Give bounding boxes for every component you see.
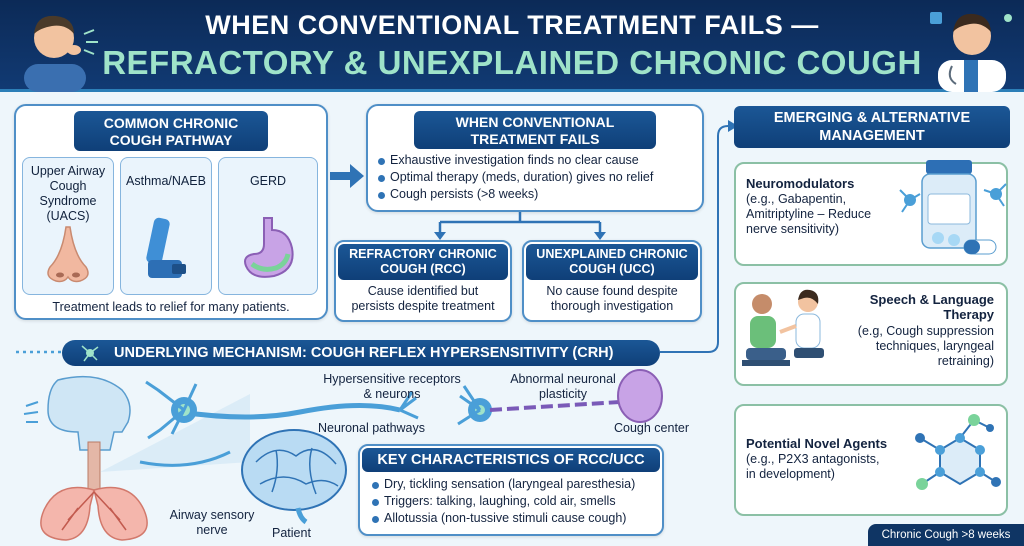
emerging-connector (660, 120, 738, 353)
emerging-title: EMERGING & ALTERNATIVE MANAGEMENT (734, 106, 1010, 148)
mechanism-title-text: UNDERLYING MECHANISM: COUGH REFLEX HYPER… (114, 345, 614, 361)
label-pathways: Neuronal pathways (318, 421, 426, 435)
speech-therapy-text: (e.g, Cough suppression techniques, lary… (857, 324, 994, 368)
pill-bottle-icon (899, 160, 1007, 255)
emerging-item-novel-agents (734, 404, 1008, 516)
novel-agents-text: (e.g., P2X3 antagonists, in development) (746, 452, 880, 481)
neuron-small-icon (81, 345, 99, 362)
airway-lungs-illustration (23, 375, 148, 541)
fails-bullet: Exhaustive investigation finds no clear … (376, 153, 653, 167)
nose-icon (47, 226, 89, 283)
pathway-title: COMMON CHRONIC COUGH PATHWAY (74, 111, 268, 151)
neuromodulators-text: (e.g., Gabapentin, Amitriptyline – Reduc… (746, 192, 872, 236)
card-gerd-label: GERD (249, 174, 287, 188)
ucc-text: No cause found despite thorough investig… (546, 284, 678, 313)
label-cough-center: Cough center (614, 421, 690, 435)
card-uacs-label: Upper Airway Cough Syndrome (UACS) (30, 164, 106, 223)
fails-title: WHEN CONVENTIONAL TREATMENT FAILS (414, 111, 656, 149)
coughing-patient-icon (24, 15, 98, 92)
chronic-cough-badge: Chronic Cough >8 weeks (868, 524, 1024, 546)
label-airway-nerve: Airway sensory nerve (169, 508, 255, 537)
characteristics-bullet: Triggers: talking, laughing, cold air, s… (370, 494, 635, 508)
nerve-pathway-illustration (100, 369, 663, 472)
arrow-right-icon (330, 164, 364, 188)
characteristics-title: KEY CHARACTERISTICS OF RCC/UCC (362, 448, 660, 472)
doctor-icon (930, 12, 1012, 92)
neuromodulators-title: Neuromodulators (746, 176, 855, 191)
inhaler-icon (146, 217, 186, 278)
characteristics-bullet-list: Dry, tickling sensation (laryngeal pares… (370, 477, 635, 528)
ucc-title: UNEXPLAINED CHRONIC COUGH (UCC) (526, 244, 698, 280)
label-receptors: Hypersensitive receptors & neurons (323, 372, 461, 401)
rcc-title: REFRACTORY CHRONIC COUGH (RCC) (338, 244, 508, 280)
emerging-item-speech-therapy (734, 282, 1008, 386)
molecule-icon (915, 414, 1001, 490)
card-asthma-label: Asthma/NAEB (126, 174, 206, 188)
characteristics-bullet: Dry, tickling sensation (laryngeal pares… (370, 477, 635, 491)
page-title-line1: WHEN CONVENTIONAL TREATMENT FAILS — (205, 10, 819, 40)
speech-therapy-title: Speech & Language Therapy (869, 292, 994, 322)
mechanism-title: UNDERLYING MECHANISM: COUGH REFLEX HYPER… (62, 340, 660, 366)
fails-bullet: Optimal therapy (meds, duration) gives n… (376, 170, 653, 184)
fails-bullet-list: Exhaustive investigation finds no clear … (376, 153, 653, 204)
brain-icon (241, 429, 347, 525)
page-title-line2: REFRACTORY & UNEXPLAINED CHRONIC COUGH (102, 44, 922, 81)
header-banner: WHEN CONVENTIONAL TREATMENT FAILS — REFR… (0, 0, 1024, 92)
dotted-divider (16, 350, 64, 354)
therapy-session-icon (742, 289, 824, 366)
pathway-footer: Treatment leads to relief for many patie… (52, 300, 290, 314)
characteristics-bullet: Allotussia (non-tussive stimuli cause co… (370, 511, 635, 525)
fails-bullet: Cough persists (>8 weeks) (376, 187, 653, 201)
stomach-icon (244, 217, 294, 278)
rcc-text: Cause identified but persists despite tr… (351, 284, 495, 313)
branch-connector (434, 212, 606, 240)
label-patient: Patient (272, 526, 311, 540)
label-plasticity: Abnormal neuronal plasticity (510, 372, 616, 401)
novel-agents-title: Potential Novel Agents (746, 436, 888, 451)
